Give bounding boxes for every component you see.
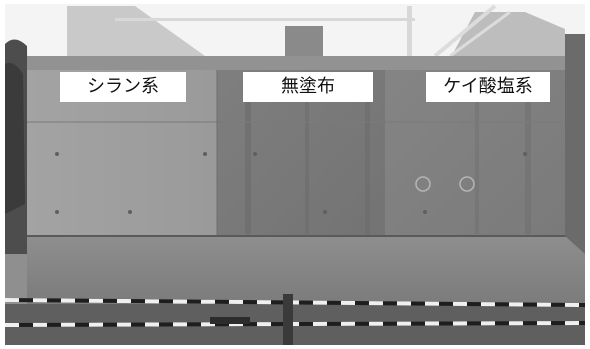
concrete-wall-photo — [5, 4, 585, 345]
back-wall-left — [67, 6, 205, 56]
railing-diag-2 — [449, 10, 511, 58]
railing-top — [115, 18, 415, 21]
barrier-rope-1 — [5, 298, 585, 307]
stain-5 — [525, 84, 531, 234]
railing-diag-1 — [433, 4, 497, 58]
mark-circle-2 — [459, 176, 475, 192]
railing-post — [407, 6, 412, 56]
label-silicate: ケイ酸塩系 — [426, 72, 550, 102]
mark-circle-1 — [415, 176, 431, 192]
form-ties — [55, 152, 527, 214]
stain-2 — [305, 84, 309, 234]
barrier-post — [283, 294, 293, 345]
back-wall-right — [450, 12, 565, 59]
right-column — [565, 34, 585, 254]
stain-3 — [365, 76, 370, 236]
foliage-dark — [5, 62, 25, 214]
parapet — [27, 56, 565, 70]
base-wall — [27, 236, 585, 306]
label-silane: シラン系 — [60, 72, 186, 102]
barrier-rope-2 — [5, 321, 585, 327]
stain-4 — [475, 94, 479, 234]
barrier-sign — [210, 317, 250, 324]
photo-scene — [5, 4, 585, 345]
label-uncoated: 無塗布 — [243, 72, 373, 102]
stain-1 — [245, 74, 251, 234]
